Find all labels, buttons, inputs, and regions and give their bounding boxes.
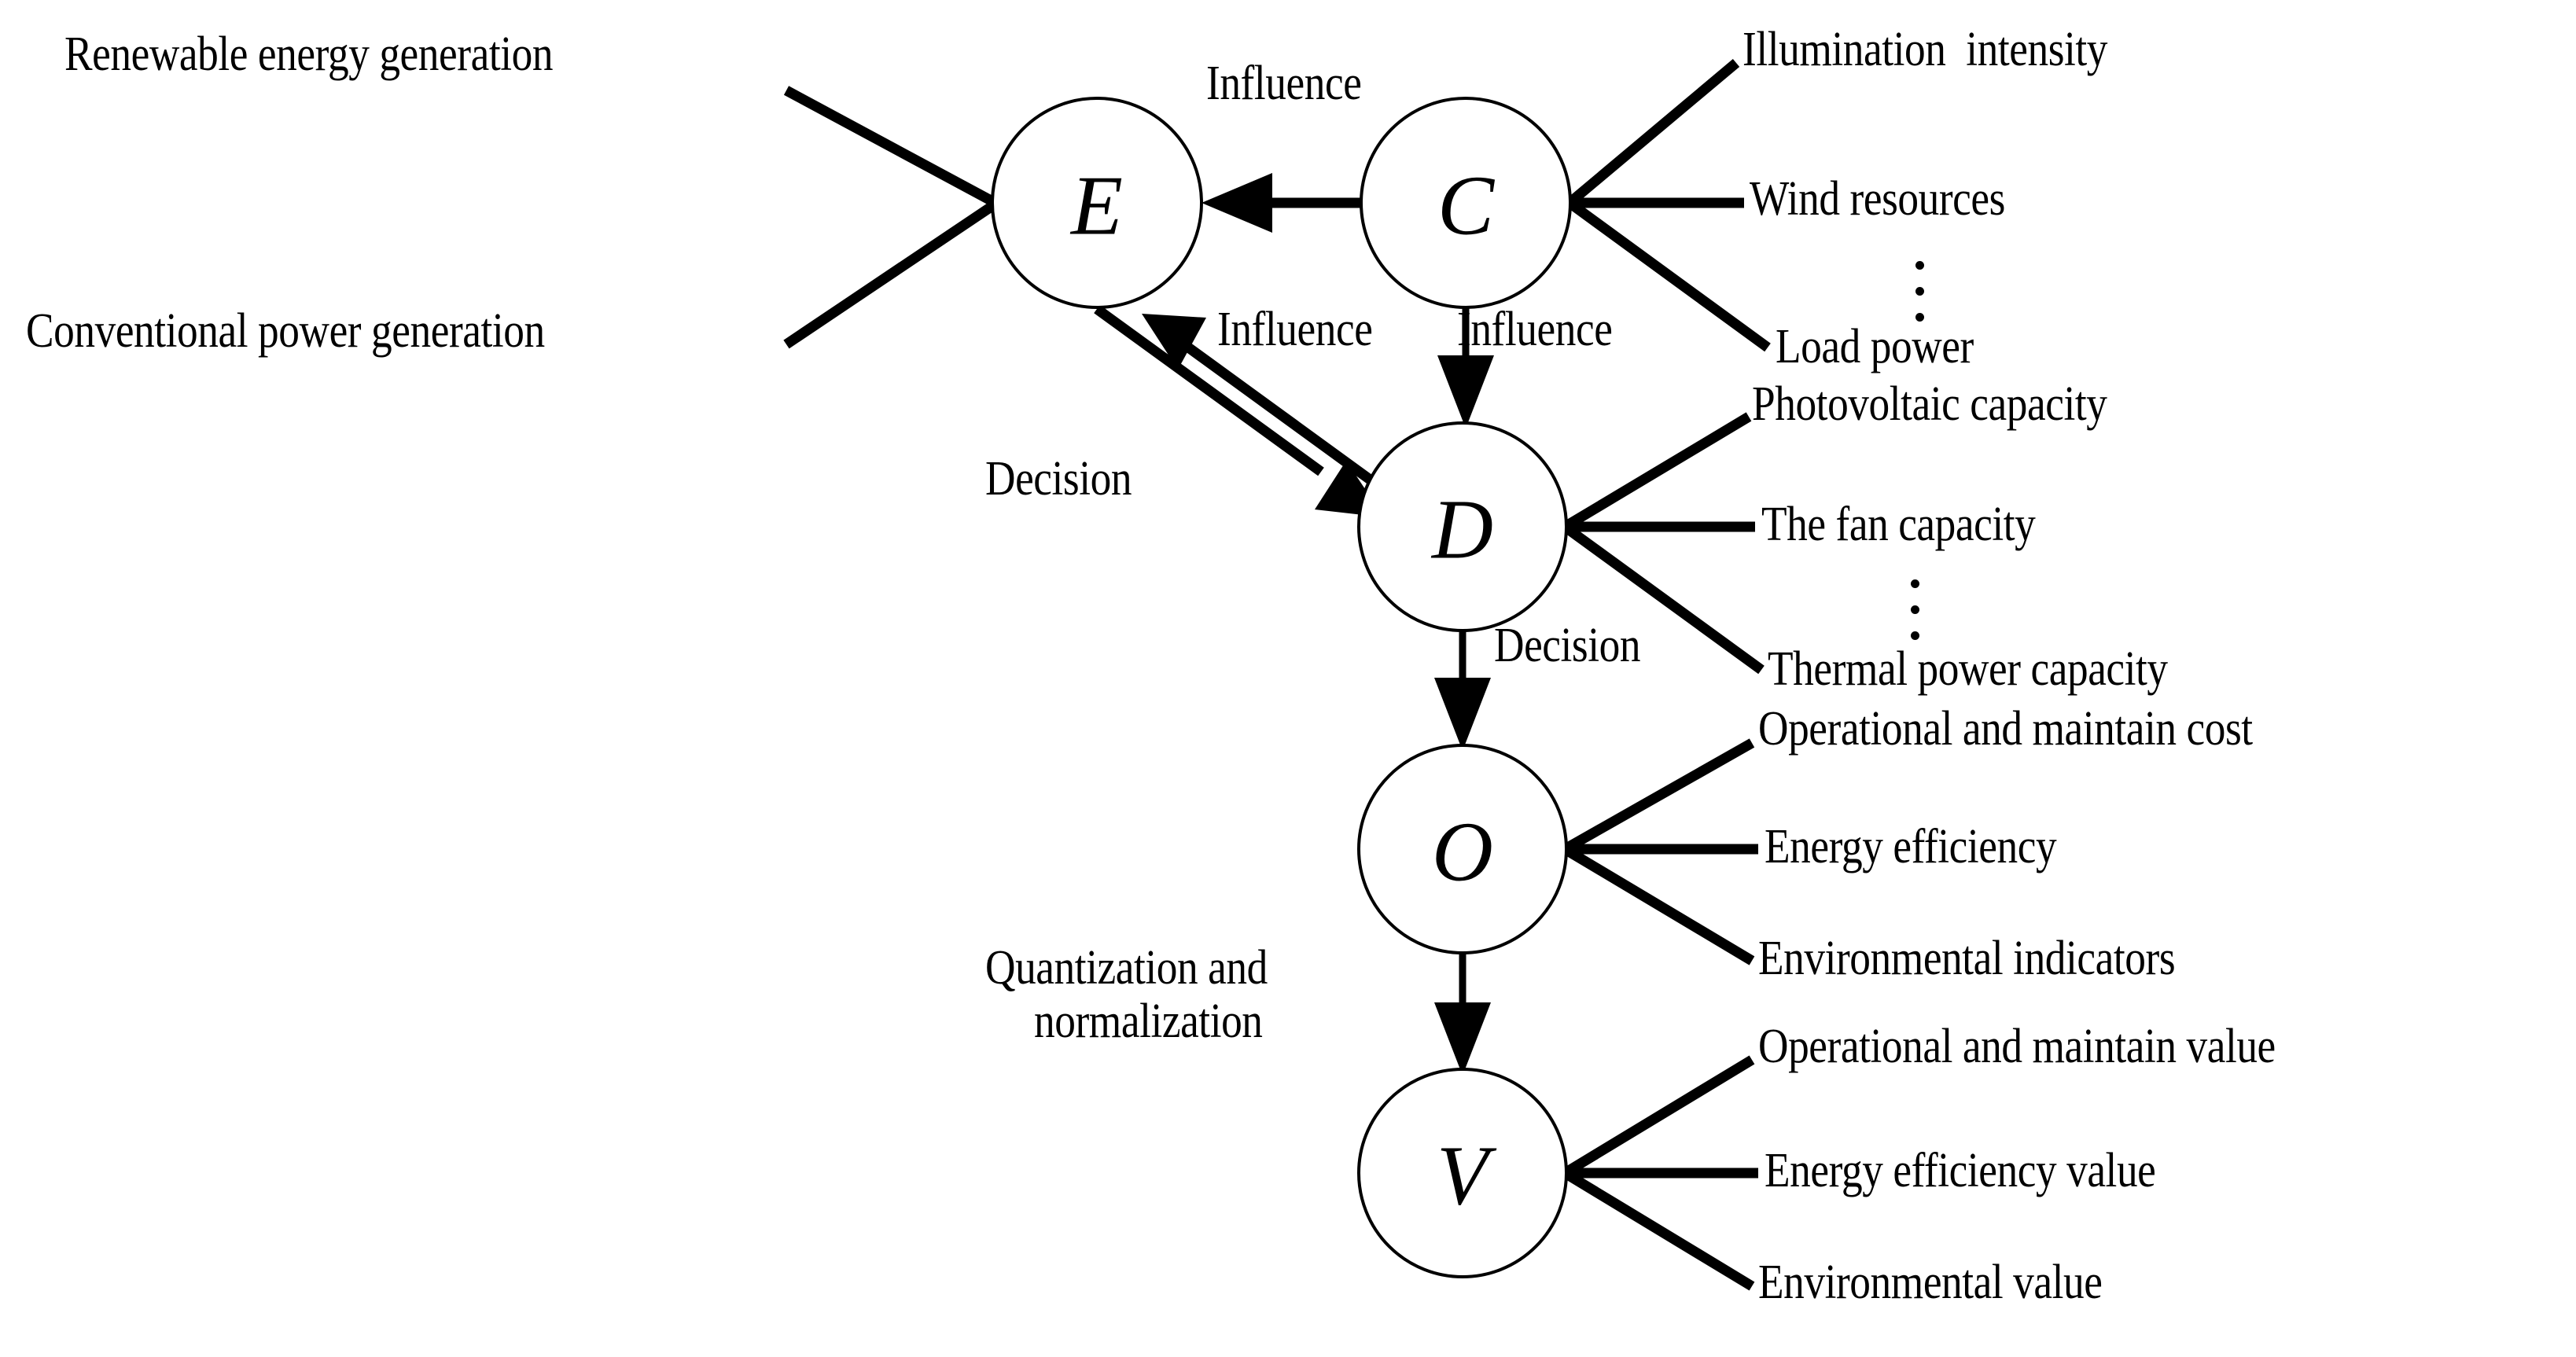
node-V-circle[interactable] xyxy=(1357,1068,1568,1278)
node-E-label: E xyxy=(1069,160,1123,253)
arrowhead-D-to-E xyxy=(1142,314,1206,370)
vertical-ellipsis-icon-D xyxy=(1911,579,1919,640)
edge-label-O-to-V-quantization-line1: Quantization and xyxy=(985,941,1268,995)
attribute-label-O-operational-maintain-cost: Operational and maintain cost xyxy=(1758,702,2253,756)
vertical-ellipsis-icon-C xyxy=(1915,261,1924,322)
attribute-label-C-load-power: Load power xyxy=(1776,320,1974,373)
arrowhead-C-to-E xyxy=(1202,173,1272,233)
edge-V-attr-opvalue xyxy=(1562,1055,1755,1178)
node-O-circle[interactable] xyxy=(1357,744,1568,954)
attribute-label-O-environmental-indicators: Environmental indicators xyxy=(1758,932,2176,985)
attribute-label-C-illumination-intensity: Illumination intensity xyxy=(1742,23,2108,76)
edge-label-C-to-E-influence: Influence xyxy=(1206,57,1362,110)
attribute-label-V-environmental-value: Environmental value xyxy=(1758,1256,2103,1309)
edge-label-D-to-E-influence: Influence xyxy=(1217,303,1373,356)
node-D[interactable]: D xyxy=(1357,421,1568,632)
node-D-label: D xyxy=(1430,484,1493,577)
attribute-label-C-wind-resources: Wind resources xyxy=(1750,172,2005,226)
attribute-label-D-fan-capacity: The fan capacity xyxy=(1761,498,2036,551)
arrowhead-O-to-V xyxy=(1434,1002,1491,1076)
edge-D-attr-photovoltaic xyxy=(1562,412,1752,531)
input-label-conventional-power-generation: Conventional power generation xyxy=(26,304,545,358)
edge-E-to-D-line xyxy=(1094,304,1324,476)
attribute-label-D-thermal-power-capacity: Thermal power capacity xyxy=(1768,642,2168,696)
arrowhead-D-to-O xyxy=(1434,678,1491,751)
node-C-circle[interactable] xyxy=(1360,97,1572,309)
node-O-label: O xyxy=(1432,806,1493,899)
edge-renewable-to-E xyxy=(783,86,995,206)
attribute-label-D-photovoltaic-capacity: Photovoltaic capacity xyxy=(1752,377,2107,431)
edge-C-attr-illumination xyxy=(1566,59,1740,207)
node-E-circle[interactable] xyxy=(991,97,1203,309)
edge-label-D-to-O-decision: Decision xyxy=(1494,619,1641,672)
node-C-label: C xyxy=(1437,160,1496,253)
edge-conventional-to-E xyxy=(783,201,995,349)
attribute-label-V-operational-maintain-value: Operational and maintain value xyxy=(1758,1020,2276,1073)
edge-C-attr-load xyxy=(1566,198,1771,352)
node-O[interactable]: O xyxy=(1357,744,1568,954)
edge-label-O-to-V-normalization-line2: normalization xyxy=(1034,995,1263,1048)
edge-O-attr-opcost xyxy=(1562,738,1755,854)
edge-O-attr-environment xyxy=(1562,844,1755,965)
attribute-label-V-energy-efficiency-value: Energy efficiency value xyxy=(1765,1144,2156,1197)
node-D-circle[interactable] xyxy=(1357,421,1568,632)
node-V-label: V xyxy=(1437,1130,1497,1223)
edge-D-to-E-line xyxy=(1167,329,1375,486)
node-V[interactable]: V xyxy=(1357,1068,1568,1278)
edge-label-E-to-D-decision: Decision xyxy=(985,452,1132,506)
edge-D-attr-thermal xyxy=(1562,522,1765,675)
attribute-label-O-energy-efficiency: Energy efficiency xyxy=(1765,820,2057,873)
edge-label-C-to-D-influence: Influence xyxy=(1457,303,1613,356)
node-C[interactable]: C xyxy=(1360,97,1572,309)
node-E[interactable]: E xyxy=(991,97,1203,309)
edge-V-attr-environmentvalue xyxy=(1562,1168,1755,1291)
input-label-renewable-energy-generation: Renewable energy generation xyxy=(64,28,554,81)
arrowhead-C-to-D xyxy=(1437,355,1494,428)
